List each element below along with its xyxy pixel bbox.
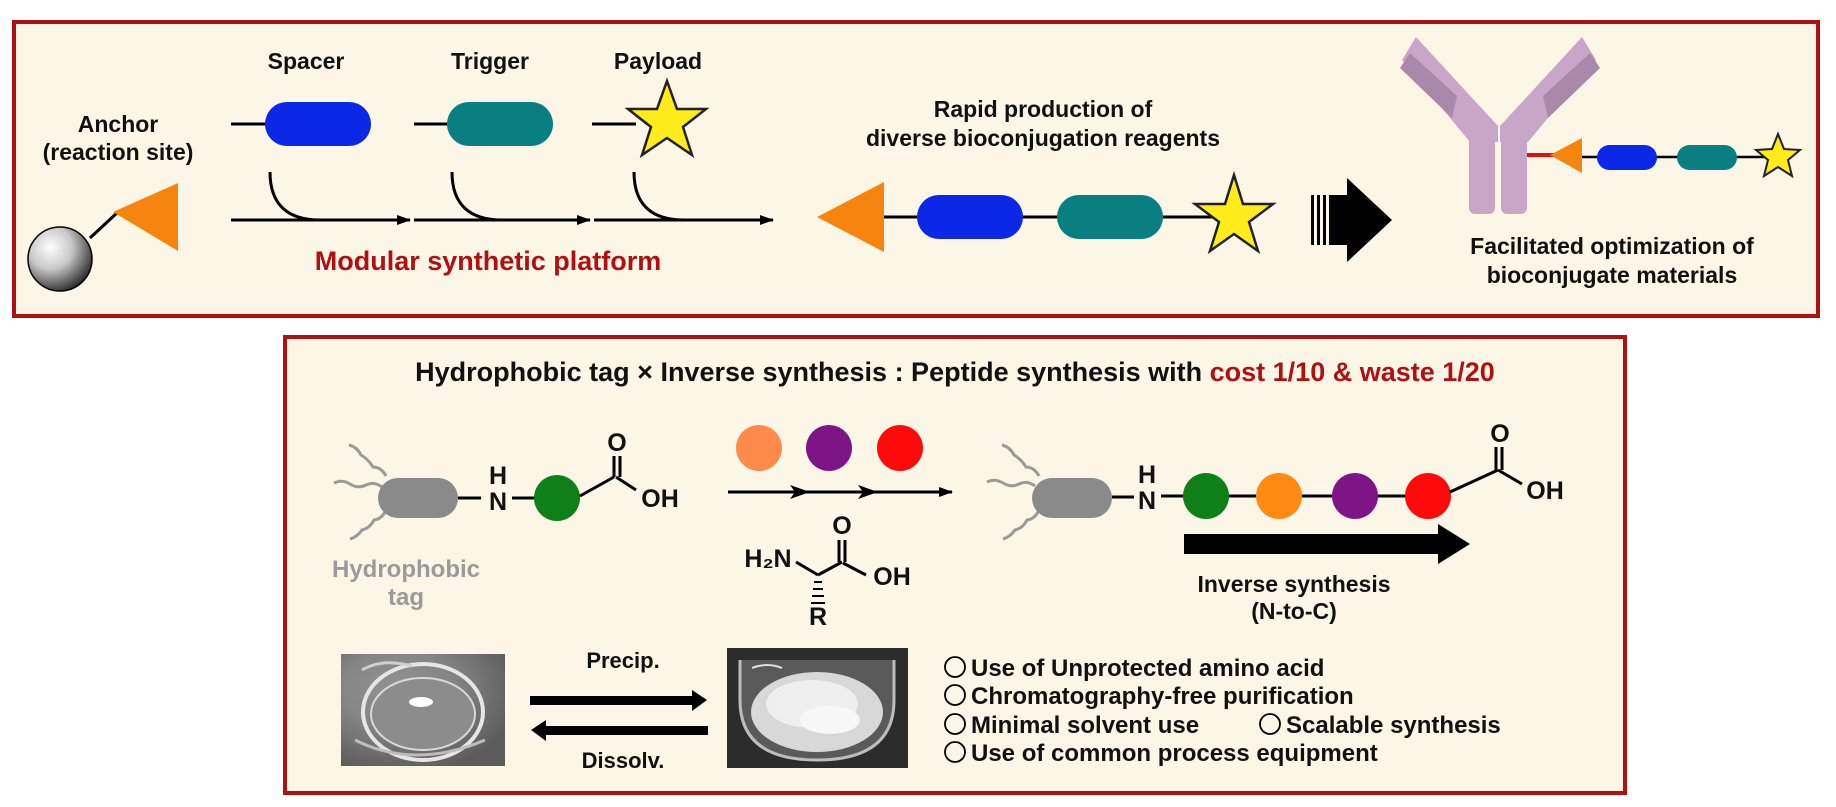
purple-amino-acid-icon bbox=[1332, 473, 1378, 519]
payload-star-icon bbox=[624, 77, 710, 159]
starting-material: H N O OH Hydrophobic tag bbox=[332, 429, 679, 611]
feature-item: Use of common process equipment bbox=[971, 740, 1378, 767]
carboxyl-oh: OH bbox=[641, 485, 679, 513]
title-highlight: cost 1/10 & waste 1/20 bbox=[1210, 357, 1495, 387]
red-amino-acid-icon bbox=[1405, 473, 1451, 519]
h2n-label: H₂N bbox=[744, 545, 791, 573]
facilitated-label-line2: bioconjugate materials bbox=[1487, 262, 1738, 288]
purple-amino-acid-icon bbox=[806, 425, 852, 471]
platform-label: Modular synthetic platform bbox=[315, 246, 662, 276]
top-panel: Anchor (reaction site) Spacer Trigger Pa… bbox=[12, 20, 1820, 318]
hydrophobic-label-line1: Hydrophobic bbox=[332, 556, 480, 583]
feature-item: Scalable synthesis bbox=[1286, 712, 1501, 739]
inverse-label-line1: Inverse synthesis bbox=[1197, 571, 1390, 597]
trigger-block-icon bbox=[1057, 195, 1163, 239]
inverse-direction-arrow-icon bbox=[1184, 524, 1470, 564]
feature-item: Chromatography-free purification bbox=[971, 683, 1354, 710]
rapid-label-line2: diverse bioconjugation reagents bbox=[866, 125, 1220, 151]
solid-support-sphere-icon bbox=[27, 226, 93, 292]
anchor-label-line1: Anchor bbox=[78, 111, 159, 137]
payload-label: Payload bbox=[614, 48, 702, 74]
hydrophobic-tag-block-icon bbox=[1032, 478, 1112, 518]
green-amino-acid-icon bbox=[534, 475, 580, 521]
feature-bullet-icon bbox=[944, 713, 966, 735]
product-oh: OH bbox=[1526, 477, 1564, 505]
product-o: O bbox=[1490, 420, 1509, 448]
anchor-label-line2: (reaction site) bbox=[43, 139, 194, 165]
orange-amino-acid-icon bbox=[1256, 473, 1302, 519]
precipitate-photo bbox=[727, 648, 908, 768]
feature-item: Minimal solvent use bbox=[971, 712, 1199, 739]
nh-h: H bbox=[489, 462, 507, 490]
orange-amino-acid-icon bbox=[736, 425, 782, 471]
anchor-triangle-icon bbox=[817, 182, 884, 252]
spacer-block-icon bbox=[1597, 145, 1657, 170]
anchor-group: Anchor (reaction site) bbox=[27, 111, 194, 292]
spacer-block-icon bbox=[917, 195, 1023, 239]
big-right-arrow-icon bbox=[1311, 178, 1392, 262]
product-peptide: H N O OH Inverse synthesis (N-to-C) bbox=[986, 420, 1564, 624]
feature-bullet-icon bbox=[944, 684, 966, 706]
payload-star-icon bbox=[1191, 170, 1277, 255]
r-group: R bbox=[809, 603, 827, 631]
feature-bullet-icon bbox=[944, 741, 966, 763]
aa-oh: OH bbox=[873, 563, 911, 591]
antibody-icon bbox=[1400, 37, 1600, 214]
feature-item: Use of Unprotected amino acid bbox=[971, 655, 1324, 682]
product-nh-h: H bbox=[1138, 461, 1156, 489]
bottom-panel: Hydrophobic tag × Inverse synthesis : Pe… bbox=[283, 335, 1627, 795]
trigger-block-icon bbox=[1677, 145, 1737, 170]
hashed-wedge-icon bbox=[811, 581, 825, 604]
module-trigger: Trigger bbox=[414, 48, 553, 146]
antibody-conjugate: Facilitated optimization of bioconjugate… bbox=[1400, 37, 1803, 288]
product-nh-n: N bbox=[1138, 487, 1156, 515]
dissolv-label: Dissolv. bbox=[582, 748, 665, 773]
feature-bullet-icon bbox=[1259, 713, 1281, 735]
bottom-panel-title: Hydrophobic tag × Inverse synthesis : Pe… bbox=[415, 357, 1495, 387]
feature-bullet-icon bbox=[944, 656, 966, 678]
inverse-label-line2: (N-to-C) bbox=[1251, 598, 1337, 624]
rapid-label-line1: Rapid production of bbox=[934, 96, 1153, 122]
anchor-triangle-icon bbox=[113, 183, 178, 251]
spacer-block-icon bbox=[265, 102, 371, 146]
bottom-panel-frame bbox=[283, 335, 1627, 795]
clear-solution-photo bbox=[341, 654, 505, 766]
hydrophobic-tag-block-icon bbox=[378, 478, 458, 518]
equilibrium-arrows: Precip. Dissolv. bbox=[530, 648, 708, 773]
green-amino-acid-icon bbox=[1183, 473, 1229, 519]
facilitated-label-line1: Facilitated optimization of bbox=[1470, 233, 1754, 259]
feature-list: Use of Unprotected amino acid Chromatogr… bbox=[944, 655, 1501, 767]
coupling-step: H₂N O OH R bbox=[728, 425, 953, 631]
red-amino-acid-icon bbox=[877, 425, 923, 471]
assembled-reagent: Rapid production of diverse bioconjugati… bbox=[817, 96, 1277, 255]
platform-arrows bbox=[231, 171, 774, 225]
precip-label: Precip. bbox=[586, 648, 659, 673]
trigger-label: Trigger bbox=[451, 48, 529, 74]
aa-o: O bbox=[832, 512, 851, 540]
payload-star-icon bbox=[1753, 131, 1803, 179]
carboxyl-o: O bbox=[607, 429, 626, 457]
nh-n: N bbox=[489, 488, 507, 516]
hydrophobic-label-line2: tag bbox=[388, 584, 424, 611]
anchor-triangle-icon bbox=[1550, 138, 1582, 173]
module-payload: Payload bbox=[592, 48, 710, 159]
trigger-block-icon bbox=[447, 102, 553, 146]
title-main: Hydrophobic tag × Inverse synthesis : Pe… bbox=[415, 357, 1209, 387]
spacer-label: Spacer bbox=[268, 48, 345, 74]
module-spacer: Spacer bbox=[231, 48, 371, 146]
